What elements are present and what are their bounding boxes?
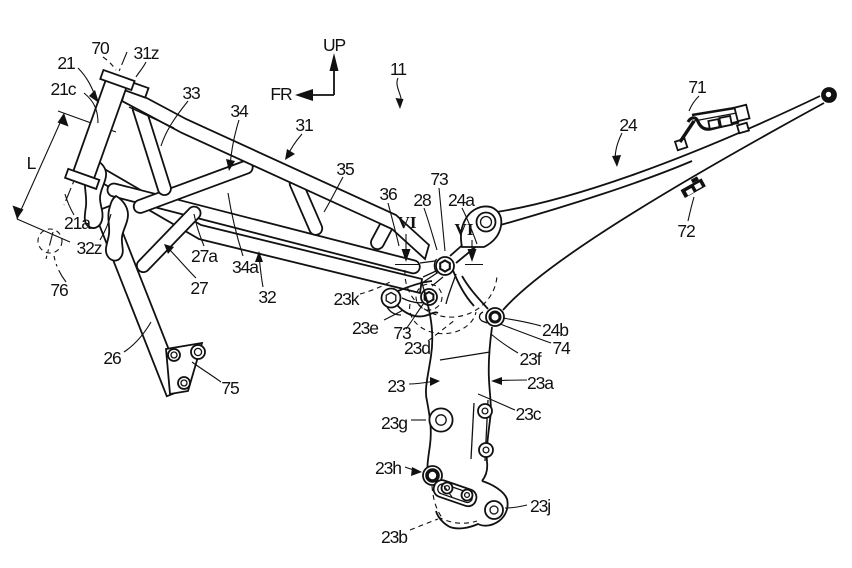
svg-text:73: 73 [393, 323, 411, 343]
svg-text:36: 36 [379, 184, 397, 204]
svg-text:23k: 23k [334, 289, 360, 309]
svg-text:35: 35 [336, 159, 354, 179]
svg-text:23f: 23f [519, 349, 541, 369]
svg-text:21: 21 [57, 53, 75, 73]
svg-text:L: L [27, 153, 37, 173]
svg-text:UP: UP [323, 35, 346, 55]
svg-text:73: 73 [430, 169, 448, 189]
svg-text:32z: 32z [77, 238, 102, 258]
svg-text:76: 76 [50, 280, 68, 300]
svg-text:23c: 23c [516, 404, 542, 424]
svg-text:23e: 23e [352, 318, 378, 338]
svg-text:27a: 27a [191, 246, 218, 266]
svg-text:VI: VI [398, 213, 417, 232]
svg-text:24a: 24a [448, 190, 475, 210]
svg-text:27: 27 [190, 278, 208, 298]
svg-text:34: 34 [230, 101, 249, 121]
svg-text:21a: 21a [64, 213, 91, 233]
svg-text:23d: 23d [404, 338, 430, 358]
svg-text:23a: 23a [527, 373, 554, 393]
svg-text:31: 31 [295, 115, 313, 135]
svg-text:71: 71 [688, 77, 706, 97]
svg-text:31z: 31z [134, 43, 159, 63]
svg-text:32: 32 [258, 287, 276, 307]
svg-text:23j: 23j [530, 496, 550, 516]
svg-text:70: 70 [91, 38, 110, 58]
svg-text:33: 33 [182, 83, 200, 103]
svg-text:VI: VI [455, 220, 474, 239]
svg-text:75: 75 [221, 378, 239, 398]
svg-text:FR: FR [270, 84, 292, 104]
svg-text:23g: 23g [381, 413, 407, 433]
svg-text:23b: 23b [381, 527, 407, 547]
svg-text:11: 11 [390, 59, 406, 79]
svg-text:26: 26 [103, 348, 121, 368]
svg-text:72: 72 [677, 221, 695, 241]
svg-text:21c: 21c [51, 79, 77, 99]
svg-text:24b: 24b [542, 320, 568, 340]
svg-text:23h: 23h [375, 458, 401, 478]
svg-text:34a: 34a [232, 257, 259, 277]
svg-text:24: 24 [619, 115, 638, 135]
svg-text:74: 74 [552, 338, 571, 358]
svg-text:28: 28 [413, 190, 431, 210]
svg-text:23: 23 [387, 376, 405, 396]
